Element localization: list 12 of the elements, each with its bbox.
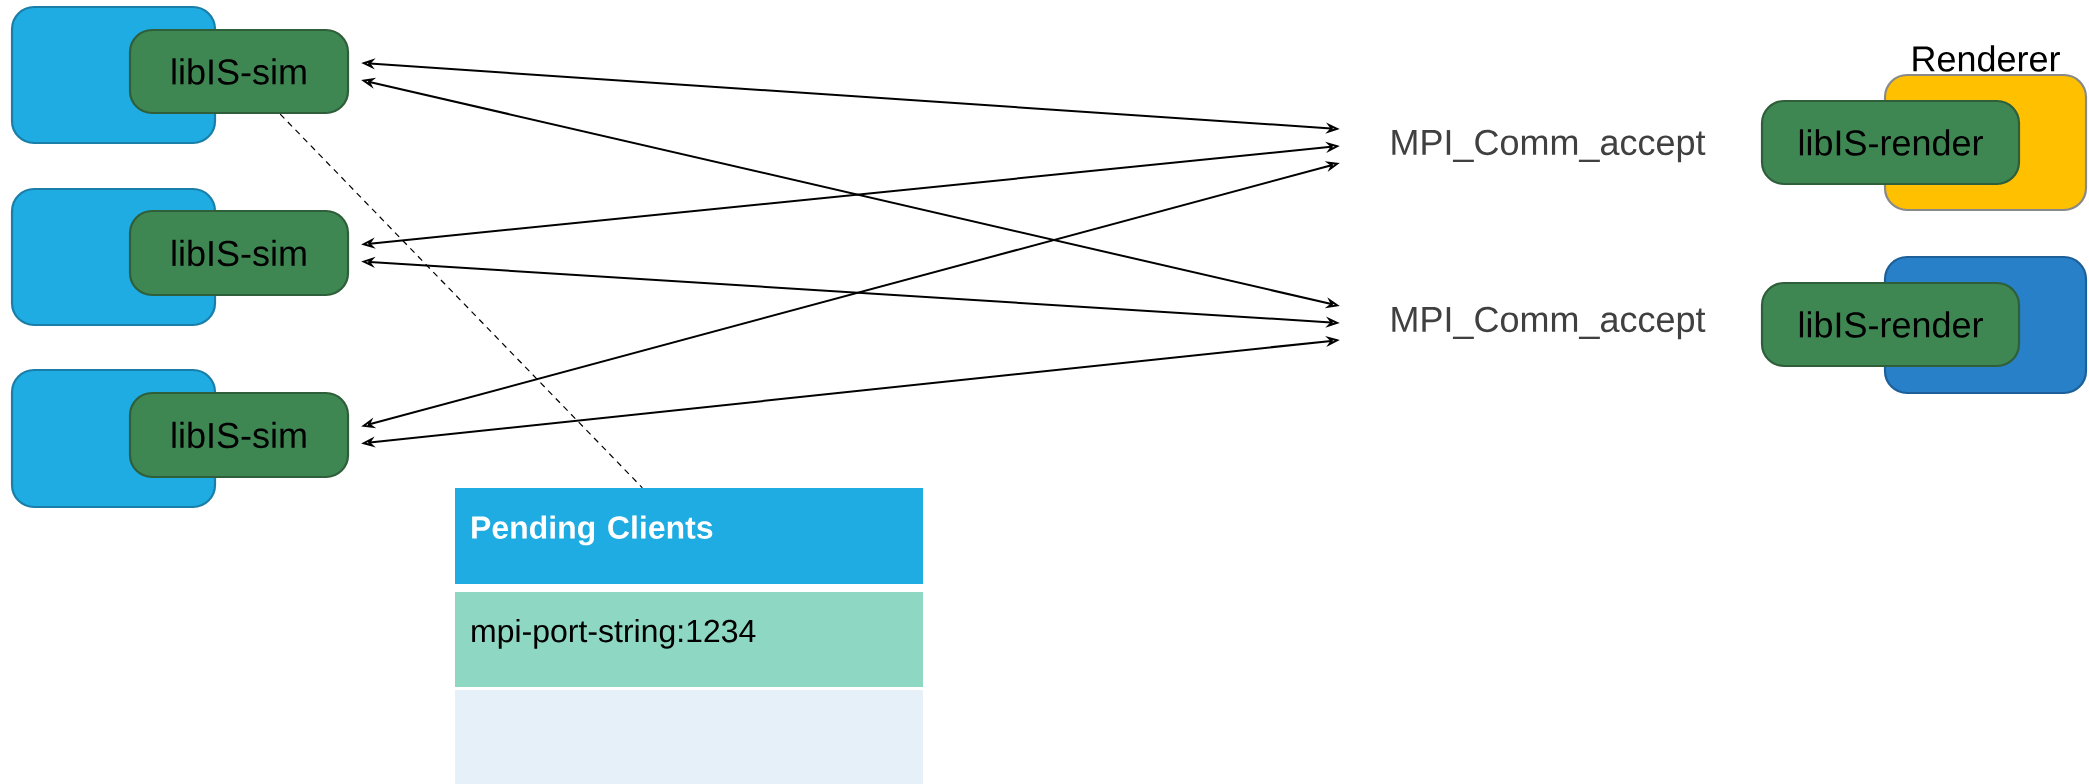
- library-box: libIS-render: [1760, 99, 2021, 186]
- dashed-line: [279, 113, 643, 489]
- table-cell: mpi-port-string:1234: [455, 592, 923, 687]
- table-header-cell: Pending Clients: [455, 488, 923, 584]
- library-box: libIS-sim: [128, 209, 350, 297]
- function-label: MPI_Comm_accept: [1392, 306, 1706, 340]
- table-cell: [455, 690, 923, 784]
- node-label: Renderer: [1913, 45, 2060, 72]
- library-box: libIS-sim: [128, 28, 350, 115]
- function-label: MPI_Comm_accept: [1392, 129, 1706, 163]
- library-box: libIS-render: [1760, 281, 2021, 368]
- library-box: libIS-sim: [128, 391, 350, 479]
